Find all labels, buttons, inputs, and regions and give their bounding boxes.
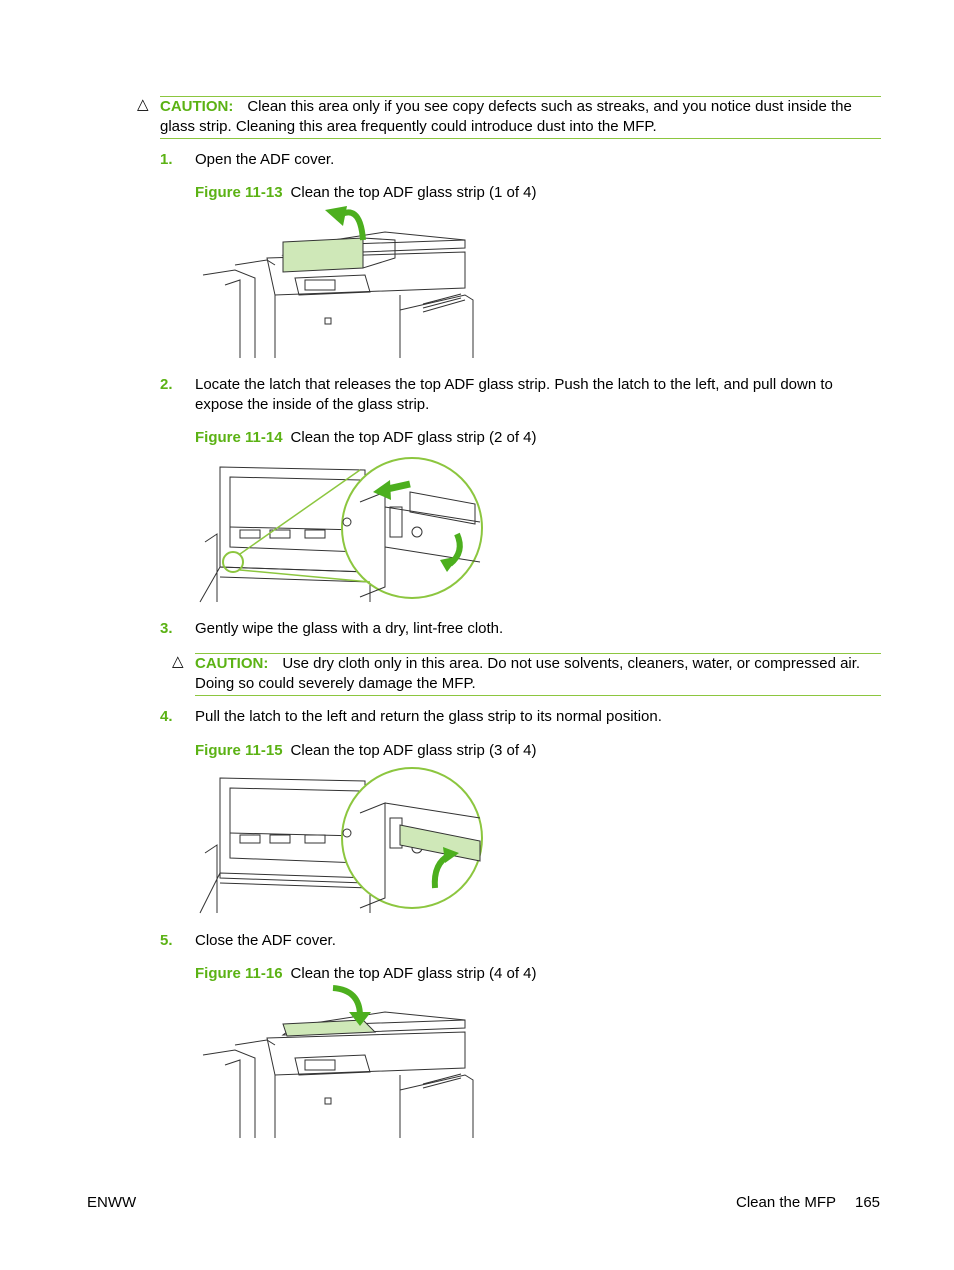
step-number: 3. bbox=[160, 620, 173, 637]
step-text: Locate the latch that releases the top A… bbox=[195, 376, 833, 413]
caution-note: CAUTION:Use dry cloth only in this area.… bbox=[195, 653, 881, 696]
figure-caption-text: Clean the top ADF glass strip (2 of 4) bbox=[290, 429, 537, 446]
figure-caption-text: Clean the top ADF glass strip (1 of 4) bbox=[290, 184, 537, 201]
step-number: 4. bbox=[160, 708, 173, 725]
figure-caption-text: Clean the top ADF glass strip (4 of 4) bbox=[290, 965, 537, 982]
figure-label: Figure 11-14 bbox=[195, 429, 283, 446]
step-number: 2. bbox=[160, 376, 173, 393]
figure-label: Figure 11-13 bbox=[195, 184, 283, 201]
mfp-adf-open-illustration bbox=[202, 206, 474, 358]
step-text: Close the ADF cover. bbox=[195, 932, 336, 949]
step-number: 1. bbox=[160, 151, 173, 168]
footer-section-title: Clean the MFP bbox=[736, 1194, 837, 1211]
footer-left: ENWW bbox=[87, 1194, 137, 1211]
caution-text: Clean this area only if you see copy def… bbox=[160, 98, 852, 135]
step-number: 5. bbox=[160, 932, 173, 949]
latch-release-illustration bbox=[199, 457, 483, 603]
figure-caption: Figure 11-13 Clean the top ADF glass stri… bbox=[195, 183, 537, 203]
caution-text: Use dry cloth only in this area. Do not … bbox=[195, 655, 861, 692]
page-number: 165 bbox=[855, 1194, 881, 1211]
figure-caption: Figure 11-16 Clean the top ADF glass stri… bbox=[195, 964, 537, 984]
caution-triangle-icon: △ bbox=[137, 96, 149, 113]
caution-triangle-icon: △ bbox=[172, 653, 184, 670]
figure-caption: Figure 11-15 Clean the top ADF glass stri… bbox=[195, 741, 537, 761]
figure-caption: Figure 11-14 Clean the top ADF glass stri… bbox=[195, 428, 537, 448]
step-text: Gently wipe the glass with a dry, lint-f… bbox=[195, 620, 504, 637]
step-text: Pull the latch to the left and return th… bbox=[195, 708, 662, 725]
figure-caption-text: Clean the top ADF glass strip (3 of 4) bbox=[290, 742, 537, 759]
step-text: Open the ADF cover. bbox=[195, 151, 335, 168]
mfp-adf-closed-illustration bbox=[202, 985, 474, 1138]
caution-label: CAUTION: bbox=[160, 98, 234, 115]
latch-return-illustration bbox=[199, 767, 483, 914]
figure-label: Figure 11-15 bbox=[195, 742, 283, 759]
caution-note: CAUTION:Clean this area only if you see … bbox=[160, 96, 881, 139]
figure-label: Figure 11-16 bbox=[195, 965, 283, 982]
caution-label: CAUTION: bbox=[195, 655, 269, 672]
